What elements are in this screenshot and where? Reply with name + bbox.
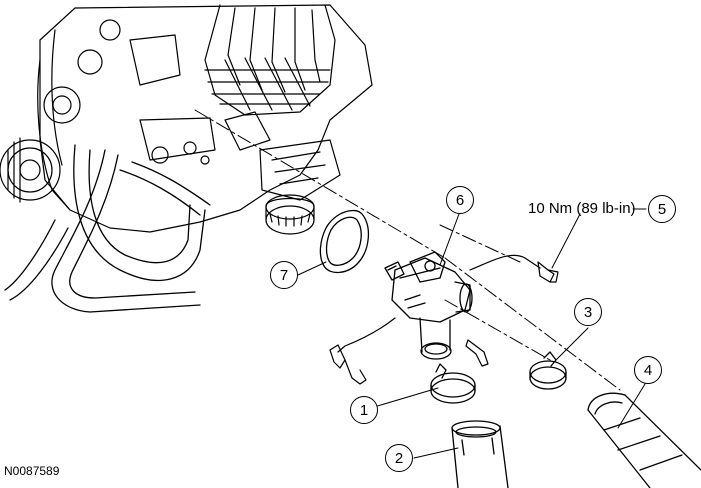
hose-clamp-right bbox=[529, 351, 567, 390]
callout-1: 1 bbox=[350, 396, 378, 424]
coolant-hoses bbox=[4, 144, 211, 313]
callout-4: 4 bbox=[634, 356, 662, 384]
housing-bolt-lower-left bbox=[329, 317, 396, 385]
callout-6: 6 bbox=[446, 186, 474, 214]
figure-id: N0087589 bbox=[4, 464, 60, 478]
alignment-centerline bbox=[194, 109, 621, 391]
callout-3: 3 bbox=[574, 298, 602, 326]
housing-bolt-upper bbox=[469, 254, 559, 283]
engine-block bbox=[0, 4, 373, 233]
housing-bolt-lower-mid bbox=[465, 339, 489, 367]
coolant-hose-lower bbox=[451, 420, 509, 488]
callout-2: 2 bbox=[385, 444, 413, 472]
callout-7: 7 bbox=[270, 261, 298, 289]
hose-clamp-lower bbox=[430, 363, 476, 404]
thermostat-housing bbox=[384, 251, 473, 360]
callout-5: 5 bbox=[648, 195, 676, 223]
torque-spec-label: 10 Nm (89 lb-in) bbox=[528, 200, 636, 217]
engine-outlet-port bbox=[259, 139, 341, 235]
gasket-o-ring bbox=[319, 209, 369, 274]
coolant-hose-right bbox=[587, 392, 701, 488]
